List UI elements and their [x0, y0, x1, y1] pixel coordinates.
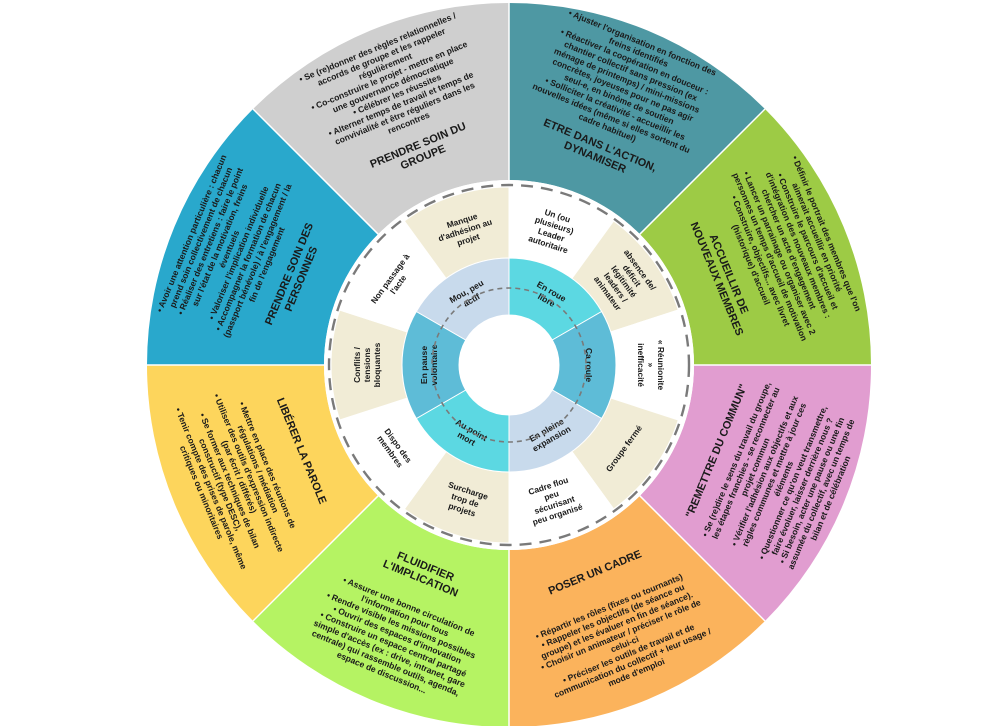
sector-bg [253, 3, 509, 235]
state-label: volontaire [429, 344, 439, 385]
outer-sectors: ETRE DANS L'ACTION,DYNAMISER• Ajuster l'… [147, 3, 871, 726]
symptom-label: » [646, 363, 656, 368]
sector-bg [639, 365, 871, 621]
state-dashed-circle [431, 287, 587, 443]
symptom-label: bloquantes [372, 342, 382, 387]
symptom-label: Conflits / [352, 346, 362, 382]
state-label: En pause [419, 346, 429, 384]
sector-bg [509, 3, 765, 235]
symptom-ring: Un (ouplusieurs)Leaderautoritaireabsence… [330, 186, 688, 544]
sector-divider [252, 108, 379, 235]
symptom-2: « Réunionite»inefficacité [610, 309, 688, 421]
sector-bg [639, 109, 871, 365]
state-label: Ça roule [584, 348, 594, 383]
symptom-dashed-circle [327, 183, 691, 547]
sector-0: ETRE DANS L'ACTION,DYNAMISER• Ajuster l'… [509, 3, 765, 235]
sector-2: "REMETTRE DU COMMUN"• Se (re)dire le sen… [639, 365, 871, 621]
symptom-8: Non passage àl'acte [339, 220, 447, 333]
symptom-label: inefficacité [636, 343, 646, 387]
sector-divider [639, 495, 766, 622]
sector-divider [252, 495, 379, 622]
center-hole [459, 315, 559, 415]
symptom-label: peu [543, 488, 560, 502]
sector-divider [639, 108, 766, 235]
sector-bg [147, 365, 379, 621]
symptom-label: « Réunionite [656, 340, 666, 391]
symptom-3: Groupe fermé [571, 397, 679, 510]
sector-5: LIBÉRER LA PAROLE• Mettre en place des r… [147, 365, 379, 621]
sector-bg [147, 109, 379, 365]
sector-bg [509, 495, 765, 726]
sector-bg [253, 495, 509, 726]
symptom-label: tensions [362, 347, 372, 382]
